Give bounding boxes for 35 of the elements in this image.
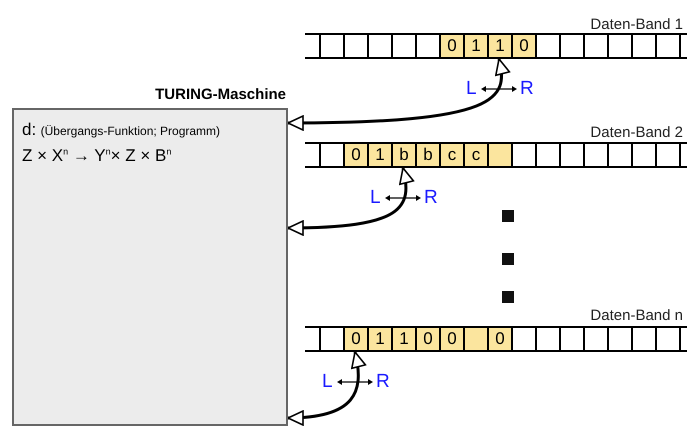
- machine-title: TURING-Maschine: [155, 86, 286, 103]
- data-tape: [305, 142, 687, 168]
- tape-symbol: 0: [415, 328, 439, 350]
- tape-symbol: 1: [487, 35, 511, 57]
- tape-symbol: 0: [343, 328, 367, 350]
- tape-symbol: 1: [367, 328, 391, 350]
- direction-label: L: [322, 372, 333, 391]
- tape-symbol: 1: [391, 328, 415, 350]
- tape-symbol: 0: [343, 144, 367, 166]
- tape-symbol: 0: [439, 35, 463, 57]
- direction-label: R: [424, 188, 438, 207]
- tape-symbol: c: [463, 144, 487, 166]
- tape-symbol: 0: [511, 35, 535, 57]
- tape-symbol: 0: [487, 328, 511, 350]
- direction-label: R: [376, 372, 390, 391]
- data-tape: [305, 33, 687, 59]
- connector-arrow: [287, 58, 510, 131]
- tape-symbol: 1: [463, 35, 487, 57]
- tape-symbol: 1: [367, 144, 391, 166]
- connector-arrow: [287, 167, 414, 236]
- tape-caption: Daten-Band n: [590, 307, 683, 324]
- direction-label: L: [466, 79, 477, 98]
- direction-label: L: [370, 188, 381, 207]
- tape-symbol: 0: [439, 328, 463, 350]
- tape-symbol: c: [439, 144, 463, 166]
- tape-caption: Daten-Band 2: [590, 124, 683, 141]
- data-tape: [305, 326, 687, 352]
- direction-label: R: [520, 79, 534, 98]
- tape-symbol: b: [415, 144, 439, 166]
- function-description: (Übergangs-Funktion; Programm): [40, 124, 220, 138]
- tape-symbol: b: [391, 144, 415, 166]
- function-symbol: d:: [22, 120, 36, 139]
- connector-arrow: [287, 351, 366, 426]
- tape-caption: Daten-Band 1: [590, 16, 683, 33]
- transition-formula: Z × X$^{n}$ → Y$^{n}$× Z × B$^{n}$: [22, 146, 172, 166]
